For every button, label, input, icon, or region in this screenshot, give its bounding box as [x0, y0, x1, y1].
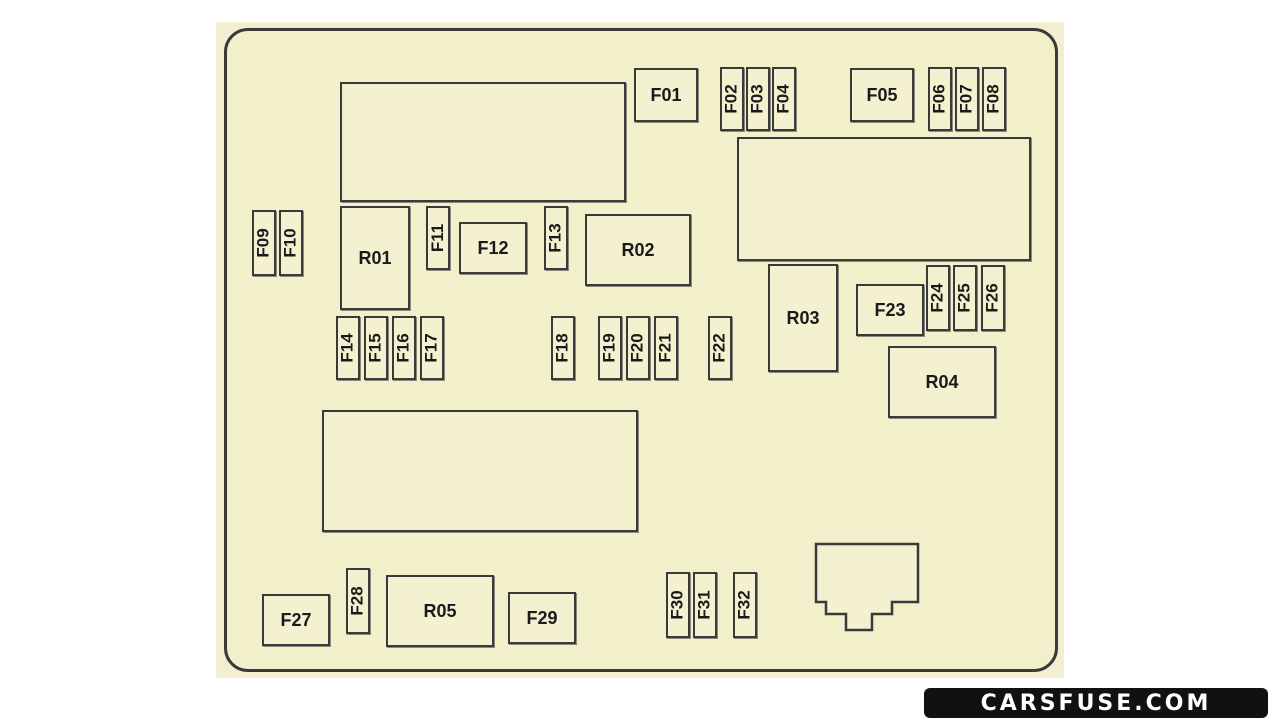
fuse-f31: F31 [693, 572, 717, 638]
fuse-f09: F09 [252, 210, 276, 276]
fuse-f01: F01 [634, 68, 698, 122]
fuse-f12: F12 [459, 222, 527, 274]
large-block-top-left [340, 82, 626, 202]
fuse-f14: F14 [336, 316, 360, 380]
fuse-f15: F15 [364, 316, 388, 380]
fuse-f13: F13 [544, 206, 568, 270]
fuse-f05: F05 [850, 68, 914, 122]
fuse-f24: F24 [926, 265, 950, 331]
fuse-f25: F25 [953, 265, 977, 331]
fuse-f32: F32 [733, 572, 757, 638]
large-block-top-right [737, 137, 1031, 261]
fuse-f29: F29 [508, 592, 576, 644]
relay-r01: R01 [340, 206, 410, 310]
fuse-f28: F28 [346, 568, 370, 634]
fuse-f06: F06 [928, 67, 952, 131]
fuse-f22: F22 [708, 316, 732, 380]
fuse-f08: F08 [982, 67, 1006, 131]
large-block-middle [322, 410, 638, 532]
fuse-f07: F07 [955, 67, 979, 131]
fuse-f21: F21 [654, 316, 678, 380]
relay-r05: R05 [386, 575, 494, 647]
fuse-f26: F26 [981, 265, 1005, 331]
fuse-f02: F02 [720, 67, 744, 131]
fuse-f03: F03 [746, 67, 770, 131]
fuse-f17: F17 [420, 316, 444, 380]
fuse-f19: F19 [598, 316, 622, 380]
fuse-f18: F18 [551, 316, 575, 380]
relay-r03: R03 [768, 264, 838, 372]
fuse-f23: F23 [856, 284, 924, 336]
relay-r02: R02 [585, 214, 691, 286]
carsfuse-watermark: CARSFUSE.COM [924, 688, 1268, 718]
fuse-f04: F04 [772, 67, 796, 131]
fuse-f11: F11 [426, 206, 450, 270]
fuse-f20: F20 [626, 316, 650, 380]
fuse-f10: F10 [279, 210, 303, 276]
connector-socket [814, 542, 920, 632]
fuse-f30: F30 [666, 572, 690, 638]
fuse-f27: F27 [262, 594, 330, 646]
fuse-f16: F16 [392, 316, 416, 380]
relay-r04: R04 [888, 346, 996, 418]
